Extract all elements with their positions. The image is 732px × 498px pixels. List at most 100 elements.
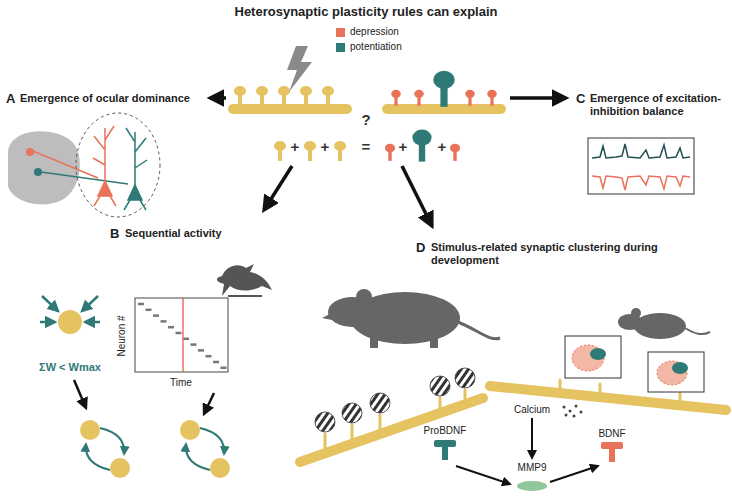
pyramidal-neuron (128, 185, 142, 200)
neuron-loop (210, 458, 230, 478)
input-arrow (40, 321, 55, 324)
neuron-loop (110, 458, 130, 478)
rat (322, 314, 332, 320)
stimulated-dendrite (228, 104, 352, 114)
grating-stimulus (315, 368, 475, 432)
input-arrow (85, 321, 100, 324)
legend-text: potentiation (350, 41, 402, 53)
mouse (685, 328, 710, 334)
weight-constraint: ΣW < Wmax (39, 361, 101, 374)
raster-spikes (191, 343, 197, 346)
panel-arrow (210, 98, 566, 226)
heterosynaptic-dendrite (487, 90, 497, 106)
rat (322, 289, 500, 348)
flow-arrow (74, 380, 214, 414)
inhibitory-trace (592, 176, 690, 190)
visual-cortex-brain (8, 131, 80, 204)
calcium-dots (569, 410, 572, 413)
neuron-loop (180, 420, 200, 440)
spine-sum-right (385, 130, 460, 162)
molecule-label: BDNF (598, 428, 625, 440)
mmp9-enzyme (517, 481, 547, 491)
receptive-field-box (672, 362, 688, 374)
panel-arrow (402, 166, 432, 226)
spine-sum-right (385, 144, 395, 161)
panel-heading: Emergence of ocular dominance (20, 92, 190, 105)
stimulus-bolt (287, 46, 312, 92)
flow-arrow (74, 380, 86, 408)
grating-stimulus (342, 403, 362, 423)
axis-label: Neuron # (116, 315, 128, 356)
raster-spikes (138, 303, 144, 306)
stimulated-dendrite (322, 86, 334, 106)
branch (228, 295, 262, 297)
spine-sum-left (304, 141, 316, 161)
figure-title: Heterosynaptic plasticity rules can expl… (235, 4, 498, 20)
receptive-field-box (565, 336, 704, 392)
bdnf-receptor (609, 448, 615, 462)
calcium-dots (573, 415, 576, 418)
probdnf-receptor (434, 440, 456, 447)
stimulated-dendrite (300, 86, 312, 106)
spine-sum-left (274, 141, 346, 161)
heterosynaptic-dendrite (465, 90, 475, 106)
raster-spikes (221, 367, 227, 370)
pyramidal-neuron (124, 128, 147, 210)
mouse (631, 308, 641, 318)
spine-sum-right (450, 144, 460, 161)
grating-stimulus (430, 376, 450, 396)
raster-spikes (206, 355, 212, 358)
legend-swatch (336, 28, 345, 37)
calcium-dots (575, 405, 578, 408)
developing-dendrite (351, 425, 354, 443)
legend-swatch (336, 43, 345, 52)
panel-arrow (210, 96, 226, 100)
receptive-field-box (590, 348, 606, 360)
loop-arrow (100, 428, 124, 454)
pathway-arrow (531, 418, 533, 458)
loop-arrow (86, 444, 110, 470)
calcium-dots (563, 405, 583, 418)
pathway-arrow (550, 466, 598, 482)
probdnf-receptor (442, 446, 448, 460)
plus-sign: + (291, 138, 300, 155)
zoom-circle (76, 113, 160, 217)
panel-letter: B (110, 226, 119, 242)
developing-dendrite (464, 390, 467, 404)
developing-dendrite (599, 384, 602, 396)
panel-heading: Emergence of excitation-inhibition balan… (590, 92, 730, 118)
raster-spikes (176, 332, 182, 335)
pyramidal-neuron (93, 126, 116, 206)
bdnf-receptor (601, 442, 623, 449)
calcium-dots (580, 411, 583, 414)
panel-heading: Sequential activity (125, 227, 222, 240)
raster-spikes (198, 349, 204, 352)
loop-arrow (86, 428, 224, 470)
time-marker (182, 298, 184, 372)
stimulated-dendrite (256, 86, 268, 106)
raster-spikes (213, 361, 219, 364)
neuron-loop (80, 420, 230, 478)
loop-arrow (200, 428, 224, 454)
spine-sum-left (334, 141, 346, 161)
rat (430, 336, 438, 348)
molecule-label: ProBDNF (424, 425, 467, 437)
developing-dendrite (439, 398, 442, 412)
raster-spikes (161, 320, 167, 323)
visual-cortex-brain (26, 148, 34, 156)
raster-spikes (153, 314, 159, 317)
calcium-dots (565, 414, 568, 417)
loop-arrow (186, 444, 210, 470)
heterosynaptic-dendrite (382, 71, 506, 114)
calcium-dots (563, 406, 566, 409)
visual-cortex-brain (8, 131, 80, 204)
neuron-loop (80, 420, 100, 440)
input-arrow (40, 296, 100, 322)
mouse (618, 308, 710, 339)
panel-arrow (510, 96, 566, 100)
developing-dendrite (679, 392, 682, 404)
bdnf-receptor (601, 442, 623, 462)
spine-sum-left (274, 141, 286, 161)
receptive-field-box (565, 336, 621, 378)
plus-sign: + (438, 138, 447, 155)
